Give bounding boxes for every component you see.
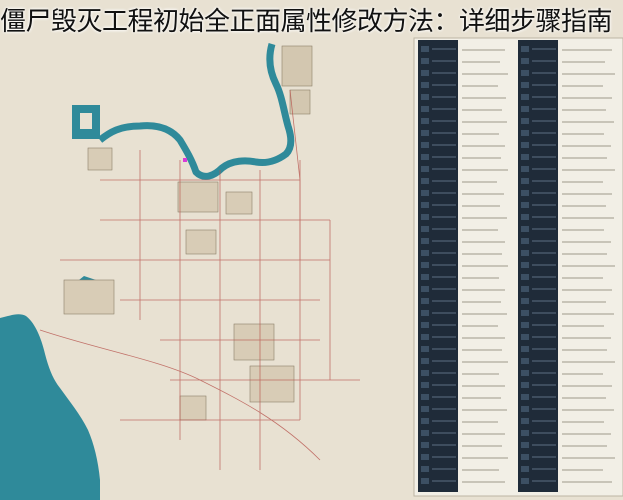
river — [97, 43, 295, 180]
town-central — [177, 181, 253, 255]
map-marker — [183, 158, 187, 162]
legend-entries — [421, 46, 615, 484]
town-north — [281, 45, 313, 115]
town-south — [179, 323, 295, 421]
sea-coast — [0, 314, 100, 500]
page-title: 僵尸毁灭工程初始全正面属性修改方法：详细步骤指南 — [0, 7, 613, 37]
town-west — [63, 147, 115, 315]
road-network — [39, 89, 360, 470]
island — [80, 113, 92, 129]
